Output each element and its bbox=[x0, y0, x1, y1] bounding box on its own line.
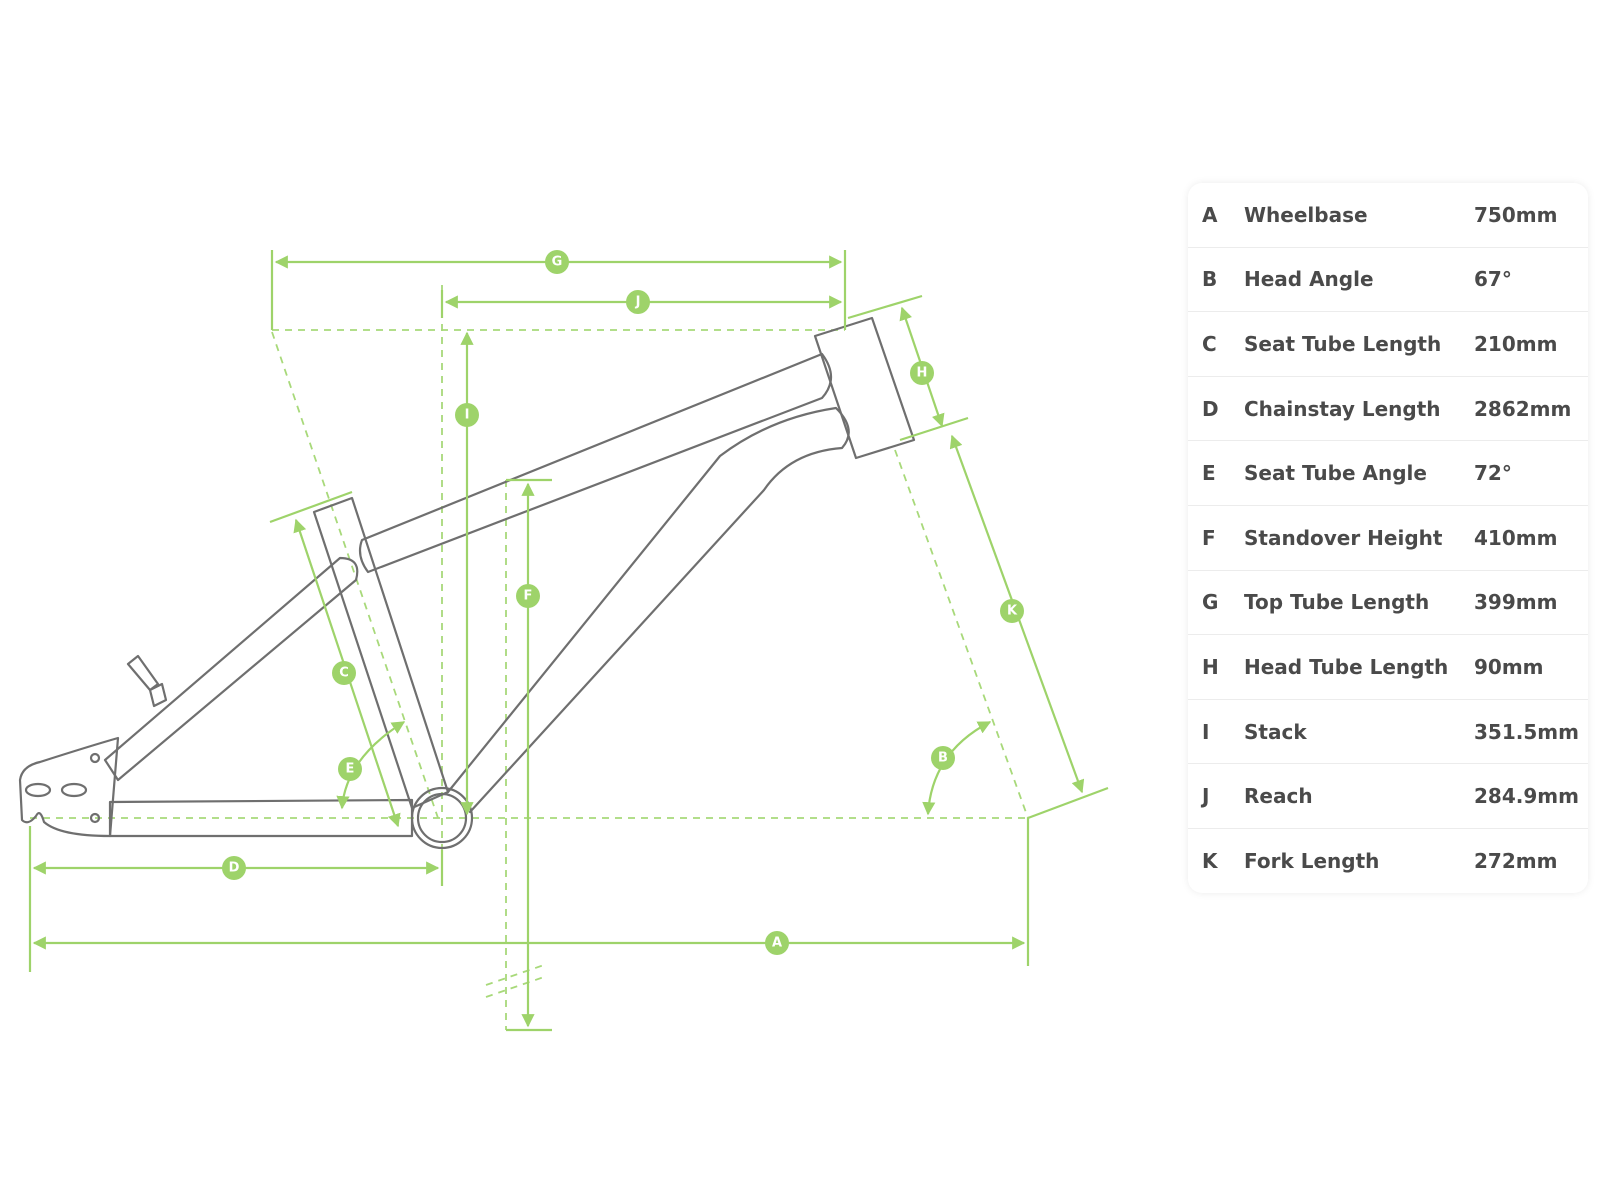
spec-row-fork-length: K Fork Length 272mm bbox=[1188, 829, 1588, 893]
spec-row-seat-tube-length: C Seat Tube Length 210mm bbox=[1188, 312, 1588, 377]
svg-text:D: D bbox=[229, 861, 240, 876]
svg-text:F: F bbox=[524, 589, 533, 604]
spec-value: 272mm bbox=[1474, 848, 1558, 873]
spec-letter: H bbox=[1202, 654, 1219, 679]
spec-value: 210mm bbox=[1474, 331, 1558, 356]
badge-f: F bbox=[516, 584, 540, 608]
spec-label: Head Tube Length bbox=[1244, 654, 1449, 679]
spec-letter: K bbox=[1202, 848, 1218, 873]
spec-row-reach: J Reach 284.9mm bbox=[1188, 764, 1588, 829]
badge-g: G bbox=[545, 250, 569, 274]
spec-letter: G bbox=[1202, 590, 1219, 615]
spec-row-head-tube-length: H Head Tube Length 90mm bbox=[1188, 635, 1588, 700]
badge-i: I bbox=[455, 403, 479, 427]
spec-letter: B bbox=[1202, 267, 1218, 292]
spec-row-wheelbase: A Wheelbase 750mm bbox=[1188, 183, 1588, 248]
spec-letter: J bbox=[1202, 784, 1210, 809]
badge-j: J bbox=[626, 290, 650, 314]
spec-value: 67° bbox=[1474, 267, 1512, 292]
spec-value: 90mm bbox=[1474, 654, 1544, 679]
spec-row-stack: I Stack 351.5mm bbox=[1188, 700, 1588, 765]
svg-text:I: I bbox=[465, 408, 470, 423]
spec-value: 72° bbox=[1474, 461, 1512, 486]
badge-a: A bbox=[765, 931, 789, 955]
spec-letter: I bbox=[1202, 719, 1210, 744]
spec-letter: C bbox=[1202, 331, 1217, 356]
spec-row-standover-height: F Standover Height 410mm bbox=[1188, 506, 1588, 571]
spec-label: Reach bbox=[1244, 784, 1313, 809]
svg-text:C: C bbox=[339, 666, 349, 681]
spec-row-top-tube-length: G Top Tube Length 399mm bbox=[1188, 571, 1588, 636]
svg-text:A: A bbox=[772, 936, 782, 951]
badge-c: C bbox=[332, 661, 356, 685]
spec-value: 750mm bbox=[1474, 202, 1558, 227]
spec-row-chainstay-length: D Chainstay Length 2862mm bbox=[1188, 377, 1588, 442]
svg-text:K: K bbox=[1007, 604, 1018, 619]
spec-label: Chainstay Length bbox=[1244, 396, 1441, 421]
spec-value: 410mm bbox=[1474, 525, 1558, 550]
svg-text:B: B bbox=[938, 751, 948, 766]
svg-text:J: J bbox=[635, 295, 641, 310]
spec-row-seat-tube-angle: E Seat Tube Angle 72° bbox=[1188, 441, 1588, 506]
spec-label: Top Tube Length bbox=[1244, 590, 1430, 615]
spec-letter: E bbox=[1202, 461, 1216, 486]
spec-value: 351.5mm bbox=[1474, 719, 1579, 744]
svg-text:E: E bbox=[346, 762, 355, 777]
spec-label: Stack bbox=[1244, 719, 1307, 744]
spec-letter: A bbox=[1202, 202, 1218, 227]
spec-letter: F bbox=[1202, 525, 1216, 550]
geometry-spec-table: A Wheelbase 750mm B Head Angle 67° C Sea… bbox=[1188, 183, 1588, 893]
dimension-lines bbox=[28, 250, 1109, 1032]
spec-row-head-angle: B Head Angle 67° bbox=[1188, 248, 1588, 313]
spec-letter: D bbox=[1202, 396, 1219, 421]
spec-value: 284.9mm bbox=[1474, 784, 1579, 809]
badge-k: K bbox=[1000, 599, 1024, 623]
spec-label: Seat Tube Angle bbox=[1244, 461, 1427, 486]
spec-label: Head Angle bbox=[1244, 267, 1374, 292]
spec-label: Standover Height bbox=[1244, 525, 1443, 550]
spec-label: Seat Tube Length bbox=[1244, 331, 1442, 356]
badge-b: B bbox=[931, 746, 955, 770]
svg-text:G: G bbox=[552, 255, 563, 270]
spec-label: Wheelbase bbox=[1244, 202, 1368, 227]
svg-text:H: H bbox=[917, 366, 928, 381]
spec-label: Fork Length bbox=[1244, 848, 1380, 873]
badge-d: D bbox=[222, 856, 246, 880]
badge-e: E bbox=[338, 757, 362, 781]
badge-h: H bbox=[910, 361, 934, 385]
spec-value: 2862mm bbox=[1474, 396, 1572, 421]
spec-value: 399mm bbox=[1474, 590, 1558, 615]
